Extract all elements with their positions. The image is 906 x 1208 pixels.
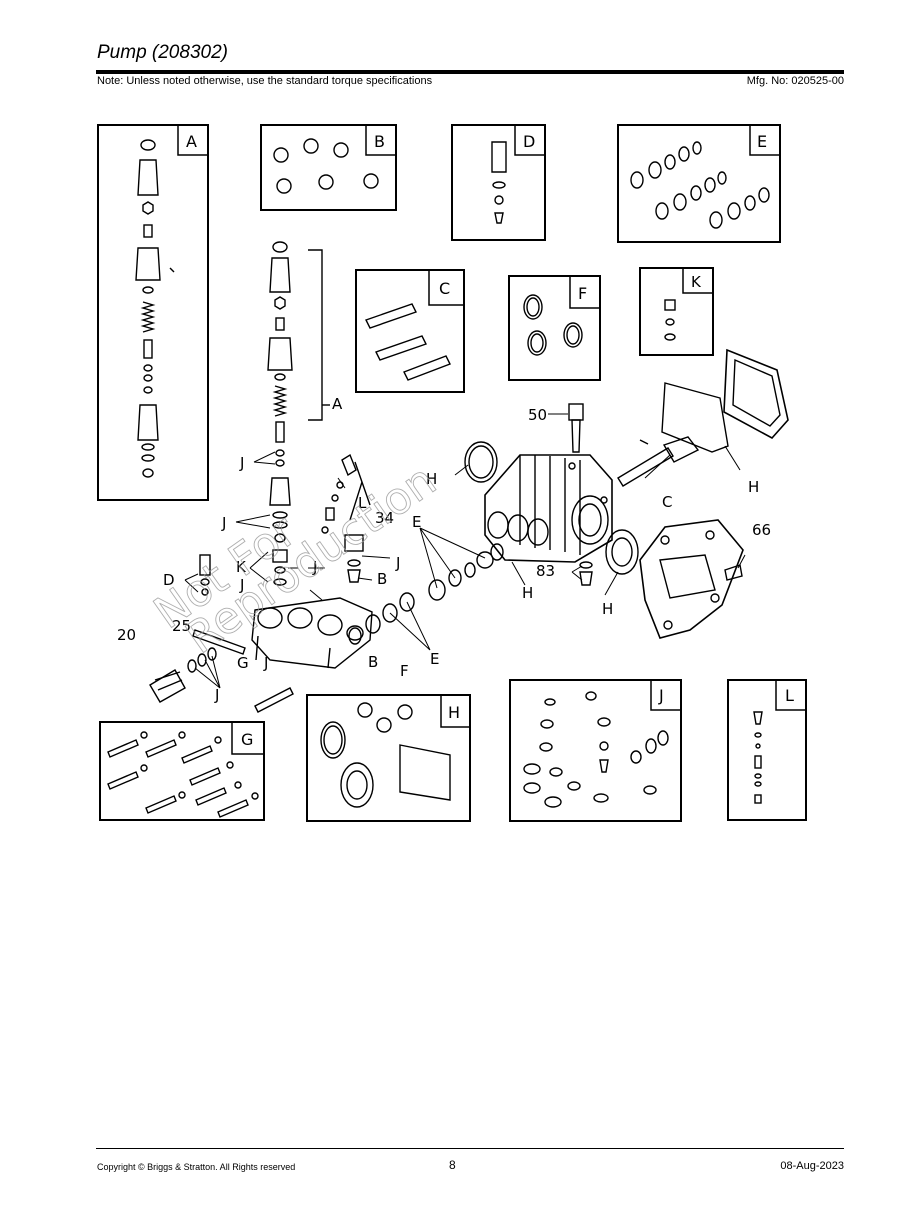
callout-b-1: B <box>377 570 387 588</box>
manifold-plug <box>344 534 364 583</box>
manifold-body <box>251 597 373 669</box>
kit-label-j: J <box>658 686 664 705</box>
kit-label-g: G <box>241 730 253 749</box>
callout-l: L <box>358 494 367 512</box>
callout-25: 25 <box>172 617 191 635</box>
callout-f: F <box>400 662 409 680</box>
kit-box-c[interactable]: C <box>355 269 465 393</box>
callout-j-6: J <box>263 654 268 672</box>
crank-seal <box>605 529 639 575</box>
copyright: Copyright © Briggs & Stratton. All Right… <box>97 1162 296 1172</box>
kit-label-f: F <box>578 284 587 303</box>
kit-box-j[interactable]: J <box>509 679 682 822</box>
page-number: 8 <box>449 1158 456 1172</box>
kit-label-c: C <box>439 279 450 298</box>
pump-block <box>484 454 613 563</box>
kit-box-a[interactable]: A <box>97 124 209 501</box>
manifold-bolt <box>254 687 294 713</box>
flange-bolt <box>724 564 743 581</box>
callout-g: G <box>237 654 249 672</box>
kit-box-e[interactable]: E <box>617 124 781 243</box>
leader-lines <box>184 413 746 689</box>
kit-box-l[interactable]: L <box>727 679 807 821</box>
kit-box-f[interactable]: F <box>508 275 601 381</box>
callout-h-2: H <box>748 478 759 496</box>
kit-label-k: K <box>691 273 702 291</box>
footer-rule <box>96 1148 844 1149</box>
kit-label-b: B <box>374 132 385 151</box>
callout-j-5: J <box>395 554 400 572</box>
callout-66: 66 <box>752 521 771 539</box>
crank-shaft <box>617 436 700 487</box>
callout-a: A <box>332 395 343 413</box>
mounting-flange <box>639 519 744 639</box>
kit-label-e: E <box>757 132 767 151</box>
callout-j-7: J <box>214 686 219 704</box>
page-title: Pump (208302) <box>97 42 228 63</box>
callout-k: K <box>236 558 247 576</box>
callout-83: 83 <box>536 562 555 580</box>
kit-box-h[interactable]: H <box>306 694 471 822</box>
callout-j-4: J <box>239 576 244 594</box>
drain-plug <box>579 561 593 586</box>
kit-box-k[interactable]: K <box>639 267 714 356</box>
kit-label-l: L <box>785 686 794 705</box>
callout-j-3: J <box>312 558 317 576</box>
callout-34: 34 <box>375 509 394 527</box>
kit-box-d[interactable]: D <box>451 124 546 241</box>
callout-e-2: E <box>430 650 439 668</box>
kit-label-a: A <box>186 132 197 151</box>
header-rule <box>96 70 844 74</box>
callout-c: C <box>662 493 672 511</box>
callout-b-2: B <box>368 653 378 671</box>
rear-cover <box>661 348 789 453</box>
bypass-tube <box>192 629 246 655</box>
callout-h-4: H <box>602 600 613 618</box>
callout-20: 20 <box>117 626 136 644</box>
sight-glass <box>464 441 498 483</box>
inlet-fitting <box>149 647 217 703</box>
callout-h-1: H <box>426 470 437 488</box>
callout-j-1: J <box>239 454 244 472</box>
callout-e-1: E <box>412 513 421 531</box>
kit-box-g[interactable]: G <box>99 721 265 821</box>
kit-box-b[interactable]: B <box>260 124 397 211</box>
discharge-valve-stack <box>267 241 330 586</box>
kit-label-h: H <box>448 703 460 722</box>
callout-h-3: H <box>522 584 533 602</box>
injector-valve <box>199 554 211 596</box>
oil-fill-cap <box>568 403 584 453</box>
callout-50: 50 <box>528 406 547 424</box>
kit-label-d: D <box>523 132 535 151</box>
footer-date: 08-Aug-2023 <box>780 1160 844 1172</box>
callout-d: D <box>163 571 175 589</box>
callout-j-2: J <box>221 514 226 532</box>
callout-labels: A J J K J D J L J B E H C H H H J G J B … <box>117 395 771 704</box>
torque-note: Note: Unless noted otherwise, use the st… <box>97 75 433 87</box>
seal-stack <box>348 543 504 645</box>
mfg-number: Mfg. No: 020525-00 <box>746 75 844 87</box>
